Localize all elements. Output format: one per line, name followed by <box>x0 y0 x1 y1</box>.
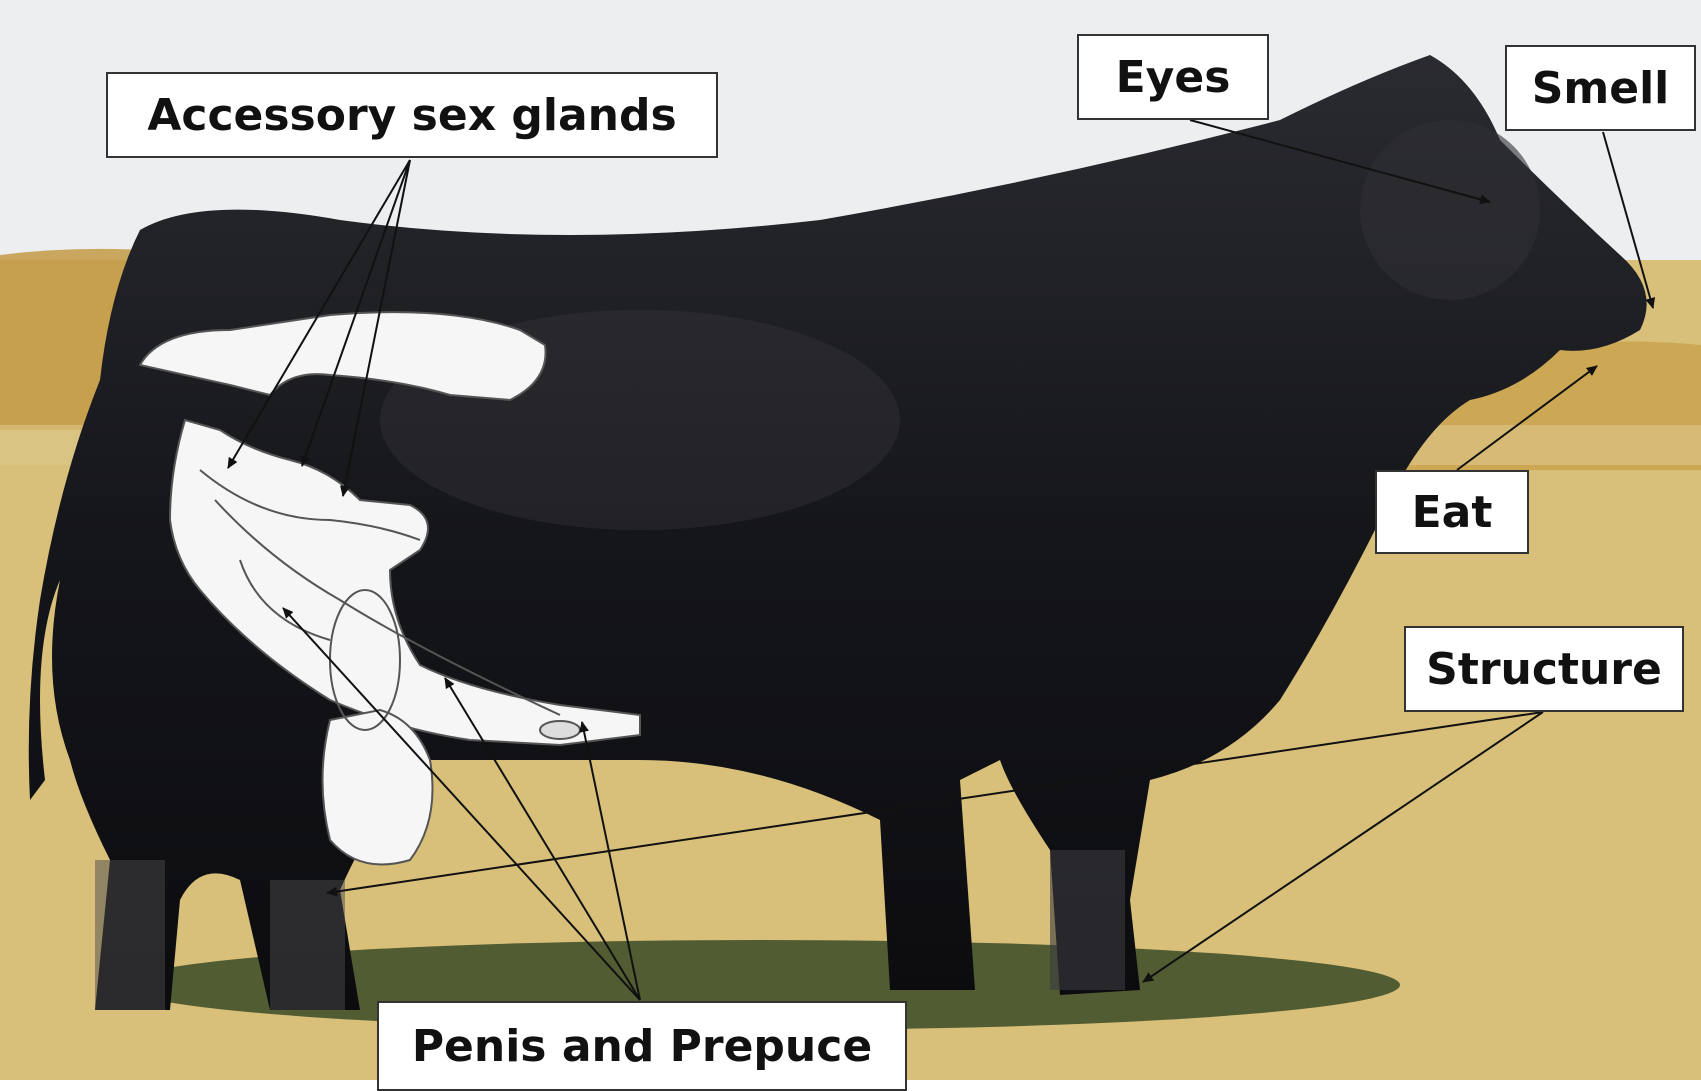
label-penis-and-prepuce: Penis and Prepuce <box>377 1001 907 1091</box>
anatomy-glans <box>540 721 580 739</box>
anatomy-testis <box>323 710 433 865</box>
bull-leg-front <box>1050 850 1125 990</box>
label-eyes: Eyes <box>1077 34 1269 120</box>
label-accessory-sex-glands: Accessory sex glands <box>106 72 718 158</box>
label-smell: Smell <box>1505 45 1696 131</box>
bull-head-highlight <box>1360 120 1540 300</box>
label-eat: Eat <box>1375 470 1529 554</box>
bull-leg-rear <box>95 860 165 1010</box>
label-structure: Structure <box>1404 626 1684 712</box>
bull-leg-rear2 <box>270 880 345 1010</box>
